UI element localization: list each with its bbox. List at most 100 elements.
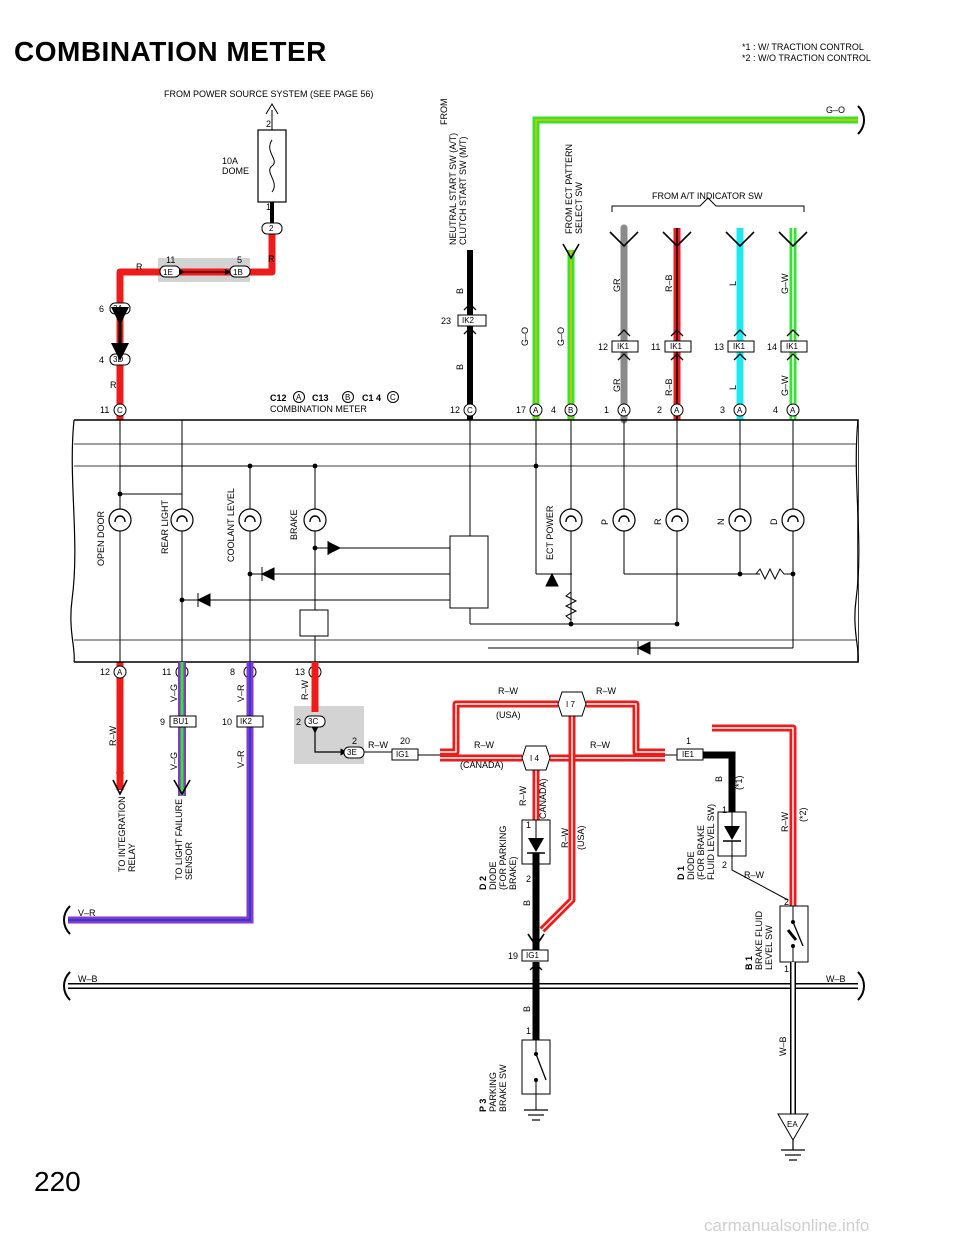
ik2-top-pin: 23 — [441, 316, 451, 326]
diode-d1 — [717, 811, 747, 860]
ig1-pin: 20 — [400, 736, 410, 746]
meter-name: COMBINATION METER — [270, 404, 367, 414]
wire-r-w — [311, 662, 797, 933]
junction-1e-pin: 11 — [166, 255, 175, 265]
region-usa: (USA) — [576, 825, 586, 850]
wire-label-rw: R–W — [518, 785, 528, 806]
lamp-p: P — [600, 519, 610, 525]
meter-pin-top: B4 — [551, 403, 578, 417]
wire-label-rw: R–W — [744, 870, 765, 880]
svg-text:13: 13 — [714, 342, 724, 352]
indicator-bulb-icon — [559, 508, 583, 532]
wire-label-wb: W–B — [826, 974, 846, 984]
wire-label-wb: W–B — [778, 1036, 788, 1056]
wire-label-vr: V–R — [78, 908, 96, 918]
wire-label-b: B — [522, 900, 532, 906]
svg-text:IK1: IK1 — [617, 342, 630, 351]
svg-text:14: 14 — [767, 342, 777, 352]
svg-text:12: 12 — [598, 342, 608, 352]
d2-line2: (FOR PARKING — [498, 826, 508, 890]
junction-3a-pin: 6 — [99, 304, 104, 314]
lamp-r: R — [653, 518, 663, 525]
d1-pin2: 2 — [722, 860, 727, 870]
ie1-connector: IE1 — [682, 750, 695, 759]
b1-pin2: 2 — [784, 897, 789, 907]
from-ect-1: FROM ECT PATTERN — [564, 144, 574, 234]
to-integration-1: TO INTEGRATION — [117, 796, 127, 872]
indicator-bulb-icon — [238, 508, 262, 532]
page-title: COMBINATION METER — [14, 36, 327, 67]
svg-text:IK1: IK1 — [670, 342, 683, 351]
region-canada: (CANADA) — [460, 760, 504, 770]
d2-code: D 2 — [478, 876, 488, 890]
indicator-bulb-icon — [665, 508, 689, 532]
ground-ea — [777, 1113, 809, 1142]
svg-text:IK1: IK1 — [786, 342, 799, 351]
svg-text:B: B — [568, 406, 573, 415]
svg-text:A: A — [737, 406, 743, 415]
wire-label-b: B — [455, 288, 465, 294]
svg-text:11: 11 — [100, 405, 109, 415]
junction-3d-pin: 4 — [99, 355, 104, 365]
svg-text:C: C — [390, 393, 396, 402]
p3-code: P 3 — [478, 1099, 488, 1112]
meter-conn-c14: C1 4 — [362, 393, 381, 403]
wire-label-vr: V–R — [236, 750, 246, 768]
d1-line2: (FOR BRAKE — [696, 825, 706, 880]
meter-conn-c12: C12 — [270, 393, 287, 403]
fuse-dome — [257, 103, 287, 235]
junction-3d: 3D — [113, 355, 123, 364]
wire-label-gr: GR — [612, 378, 622, 392]
wire-label-gr: GR — [612, 278, 622, 292]
page-number: 220 — [34, 1166, 81, 1197]
svg-text:12: 12 — [450, 405, 460, 415]
wire-label-b: B — [522, 1006, 532, 1012]
junction-3e: 3E — [347, 748, 357, 757]
lamp-rear-light: REAR LIGHT — [160, 499, 170, 554]
combination-meter — [70, 419, 860, 663]
ik2-top: IK2 — [462, 316, 475, 325]
d1-pin1: 1 — [722, 805, 727, 815]
junction-1b: 1B — [233, 268, 243, 277]
svg-text:17: 17 — [516, 405, 526, 415]
fuse-connector: 2 — [269, 224, 274, 233]
wire-label-go: G–O — [520, 327, 530, 346]
svg-text:A: A — [674, 406, 680, 415]
svg-text:8: 8 — [230, 667, 235, 677]
d1-line3: FLUID LEVEL SW) — [706, 804, 716, 880]
indicator-bulb-icon — [170, 508, 194, 532]
wire-label-go: G–O — [556, 327, 566, 346]
region-canada: (CANADA) — [538, 778, 548, 822]
from-neutral-1: FROM — [439, 99, 449, 126]
wire-label-vg: V–G — [169, 684, 179, 702]
svg-text:A: A — [790, 406, 796, 415]
resistor-icon — [564, 586, 578, 624]
svg-text:3: 3 — [720, 405, 725, 415]
meter-pin-top: A17 — [516, 403, 543, 417]
meter-pin-bottom: A12 — [100, 665, 127, 679]
variant-notes: *1 : W/ TRACTION CONTROL *2 : W/O TRACTI… — [742, 42, 871, 64]
watermark: carmanualsonline.info — [704, 1216, 870, 1235]
wire-label-vr: V–R — [236, 684, 246, 702]
parking-brake-switch — [521, 1039, 551, 1121]
svg-text:C: C — [117, 406, 123, 415]
svg-text:13: 13 — [295, 667, 305, 677]
svg-text:I 4: I 4 — [530, 754, 539, 763]
junction-3c-pin: 2 — [296, 717, 301, 727]
svg-text:I 7: I 7 — [566, 700, 575, 709]
svg-text:11: 11 — [162, 667, 171, 677]
ig1-lower: IG1 — [526, 951, 539, 960]
wire-label-vg: V–G — [169, 752, 179, 770]
wire-label-r: R — [110, 380, 117, 390]
svg-text:4: 4 — [551, 405, 556, 415]
wire-label-l: L — [728, 385, 738, 390]
wire-label-go: G–O — [826, 105, 845, 115]
indicator-bulb-icon — [612, 508, 636, 532]
fuse-pin-out: 1 — [266, 202, 271, 212]
svg-text:4: 4 — [773, 405, 778, 415]
wire-v-r — [68, 662, 254, 924]
wire-b-d1 — [703, 751, 736, 812]
d2-pin2: 2 — [526, 874, 531, 884]
